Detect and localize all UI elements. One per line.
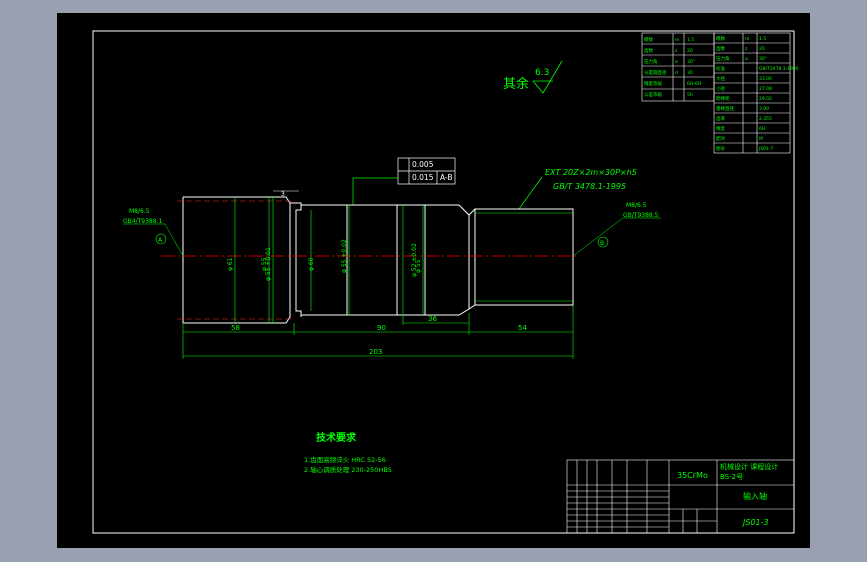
param-cell: 29.02 bbox=[759, 96, 772, 102]
param-cell: JS01-7 bbox=[758, 146, 774, 152]
param-cell: 精度 bbox=[716, 125, 725, 132]
thread-spec-1: EXT 20Z×2m×30P×h5 bbox=[545, 168, 637, 177]
surface-note: 其余 bbox=[503, 76, 529, 92]
param-cell: 27.08 bbox=[759, 86, 772, 92]
param-cell: 20 bbox=[759, 46, 765, 52]
param-cell: z bbox=[745, 47, 748, 52]
param-cell: α bbox=[675, 60, 678, 65]
dimension-lines bbox=[182, 305, 574, 359]
right-note-1: M8/6.5 bbox=[626, 202, 647, 209]
svg-text:φ 61: φ 61 bbox=[227, 257, 234, 271]
param-cell: 齿厚 bbox=[716, 116, 725, 122]
tolerance-1: 0.005 bbox=[412, 160, 434, 169]
tech-title: 技术要求 bbox=[316, 431, 357, 444]
param-cell: 33.00 bbox=[759, 76, 772, 82]
drawing-no: JS01-3 bbox=[741, 518, 769, 527]
surface-value: 6.3 bbox=[535, 68, 549, 78]
outer-frame bbox=[92, 30, 795, 534]
param-cell: 配对 bbox=[716, 135, 725, 142]
param-cell: 2.355 bbox=[759, 116, 772, 122]
param-cell: 30° bbox=[759, 56, 767, 62]
param-cell: 公差等级 bbox=[644, 91, 662, 98]
param-table-right-text: 模数 m 1.5 齿数 z 20 压力角 α 30° 标准 GB/T3478.1-1995 大径 33.… bbox=[716, 35, 799, 152]
param-cell: 小径 bbox=[716, 85, 725, 92]
spline-region bbox=[475, 212, 573, 302]
roughness-symbol bbox=[532, 60, 563, 94]
param-cell: d bbox=[675, 70, 678, 76]
part-name: 输入轴 bbox=[743, 491, 767, 501]
circle-marker-right bbox=[597, 236, 609, 248]
param-cell: 30° bbox=[687, 59, 695, 65]
param-cell: 6H-6H bbox=[687, 81, 701, 87]
diameter-lines bbox=[234, 197, 424, 323]
thread-spec-2: GB/T 3478.1-1995 bbox=[553, 182, 626, 191]
tolerance-2: 0.015 bbox=[412, 173, 434, 182]
cad-drawing: 模数 m 1.5 齿数 z 20 压力角 α 30° 分度圆直径 d 30 精度等级 6H-6H 公差等级 5… bbox=[92, 30, 799, 534]
tech-req-1: 1.齿面高频淬火 HRC 52-56 bbox=[304, 455, 386, 464]
title-1: 机械设计 课程设计 bbox=[720, 462, 778, 471]
param-cell: 标准 bbox=[716, 65, 725, 72]
right-note-2: GB/T9388.5 bbox=[623, 212, 659, 219]
thread-leader bbox=[518, 176, 543, 210]
datum-label: 3 bbox=[281, 191, 285, 198]
svg-text:A: A bbox=[158, 237, 163, 244]
param-table-left-text: 模数 m 1.5 齿数 z 20 压力角 α 30° 分度圆直径 d 30 精度等级 6H-6H 公差等级 5… bbox=[644, 36, 701, 98]
left-note-1: M8/6.5 bbox=[129, 208, 150, 215]
tech-req-2: 2.轴心调质处理 230-250HBS bbox=[304, 465, 392, 474]
param-cell: 分度圆直径 bbox=[644, 69, 667, 76]
param-cell: 6H bbox=[759, 126, 765, 132]
dim-left-seg: 58 bbox=[231, 324, 240, 332]
tolerance-2-ref: A-B bbox=[440, 173, 453, 182]
param-cell: 模数 bbox=[716, 35, 725, 42]
svg-text:φ 52 ±0.02: φ 52 ±0.02 bbox=[411, 243, 418, 277]
drawing-canvas: 模数 m 1.5 齿数 z 20 压力角 α 30° 分度圆直径 d 30 精度等级 6H-6H 公差等级 5… bbox=[57, 13, 810, 548]
param-cell: 5h bbox=[687, 92, 693, 98]
param-cell: 3.00 bbox=[759, 106, 769, 112]
shaft-outline bbox=[182, 196, 574, 324]
svg-text:φ 55 +0.01: φ 55 +0.01 bbox=[265, 247, 272, 281]
circle-marker-left bbox=[155, 233, 167, 245]
param-cell: 跨棒距 bbox=[716, 95, 730, 102]
param-cell: 齿数 bbox=[644, 47, 653, 54]
param-cell: M bbox=[759, 136, 763, 142]
param-cell: α bbox=[745, 57, 748, 62]
param-cell: m bbox=[745, 37, 749, 42]
title-block bbox=[566, 459, 795, 534]
param-cell: 1.5 bbox=[687, 37, 694, 43]
dim-overall: 203 bbox=[369, 348, 382, 356]
svg-text:φ 55: φ 55 bbox=[261, 257, 268, 271]
param-cell: 1.5 bbox=[759, 36, 766, 42]
param-cell: 模数 bbox=[644, 36, 653, 43]
param-cell: z bbox=[675, 49, 678, 54]
param-table-right bbox=[713, 32, 791, 154]
param-cell: 压力角 bbox=[716, 55, 730, 62]
dim-mid-seg: 90 bbox=[377, 324, 386, 332]
param-cell: 量棒直径 bbox=[716, 105, 734, 112]
param-cell: 图号 bbox=[716, 146, 725, 152]
diameter-labels: φ 61 φ 55 φ 55 +0.01 φ 60 φ 55 +0.02 φ 5… bbox=[227, 239, 422, 281]
param-cell: 精度等级 bbox=[644, 80, 662, 87]
param-cell: 大径 bbox=[716, 75, 725, 82]
param-cell: 齿数 bbox=[716, 45, 725, 52]
param-cell: GB/T3478.1-1995 bbox=[759, 66, 799, 72]
svg-text:φ 55: φ 55 bbox=[415, 259, 422, 273]
tolerance-leader bbox=[352, 177, 398, 205]
title-2: BS-2号 bbox=[720, 473, 743, 481]
svg-text:φ 60: φ 60 bbox=[308, 257, 315, 271]
svg-text:φ 55 +0.02: φ 55 +0.02 bbox=[341, 239, 348, 273]
param-cell: 30 bbox=[687, 70, 693, 76]
tolerance-frame bbox=[397, 157, 456, 185]
param-cell: m bbox=[675, 38, 679, 43]
param-table-left bbox=[641, 32, 715, 102]
left-note-2: GB4/T9388.1 bbox=[123, 218, 162, 225]
hidden-lines bbox=[177, 200, 293, 320]
param-cell: 20 bbox=[687, 48, 693, 54]
material: 35CrMo bbox=[677, 471, 708, 480]
dim-inner-seg: 36 bbox=[428, 315, 437, 323]
param-cell: 压力角 bbox=[644, 58, 658, 65]
svg-text:B: B bbox=[600, 240, 604, 247]
dim-right-seg: 54 bbox=[518, 324, 527, 332]
